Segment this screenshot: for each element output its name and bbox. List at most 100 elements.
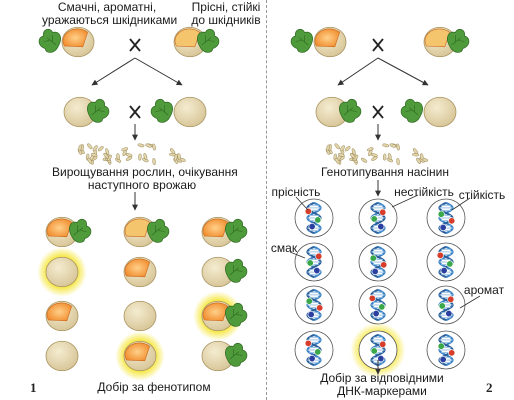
seed-icon xyxy=(105,148,110,156)
dna-marker-dot xyxy=(305,297,313,305)
leaf-icon xyxy=(339,98,362,123)
seed-icon xyxy=(351,148,356,156)
seed-icon xyxy=(174,153,178,161)
dna-marker-dot xyxy=(379,340,387,348)
dna-marker-dot xyxy=(313,267,321,275)
seed-icon xyxy=(152,158,156,165)
marker-label-taste: смак xyxy=(264,242,304,255)
dna-marker-dot xyxy=(371,267,379,275)
melon-icon xyxy=(173,96,207,128)
dna-marker-dot xyxy=(368,294,376,302)
cut-melon-icon xyxy=(313,26,347,58)
leaf-icon xyxy=(197,28,220,53)
dna-marker-dot xyxy=(308,223,316,231)
parent-left-label-line-1: Смачні, ароматні, xyxy=(57,0,157,14)
dna-icon xyxy=(426,242,466,282)
dna-marker-dot xyxy=(372,310,380,318)
arrow xyxy=(377,57,429,86)
phenotype-selection-text: Добір за фенотипом xyxy=(97,380,211,394)
leaf-icon xyxy=(225,342,248,367)
dna-icon xyxy=(294,242,334,282)
seed-icon xyxy=(177,153,181,161)
growing-label-line-2: наступного врожаю xyxy=(87,178,197,192)
leaf-icon xyxy=(400,98,423,123)
growing-label: Вирощування рослин, очікування наступног… xyxy=(52,165,238,192)
dna-marker-dot xyxy=(440,267,448,275)
dna-marker-dot xyxy=(437,342,445,350)
cross-icon xyxy=(372,105,384,119)
dna-marker-dot xyxy=(437,210,445,218)
seed-icon xyxy=(412,148,419,155)
seed-icon xyxy=(371,153,378,157)
dna-marker-dot xyxy=(377,223,385,231)
seed-icon xyxy=(170,148,176,155)
seed-icon xyxy=(389,143,397,148)
seed-icon xyxy=(87,157,93,164)
seed-icon xyxy=(103,153,109,159)
dna-marker-dot xyxy=(308,355,316,363)
dna-marker-dot xyxy=(314,348,322,356)
seed-icon xyxy=(339,145,345,152)
leaf-icon xyxy=(290,28,313,53)
cut-melon-icon xyxy=(193,291,243,341)
cut-melon-icon xyxy=(115,331,165,381)
melon-icon xyxy=(423,96,457,128)
cut-melon-icon xyxy=(61,26,95,58)
dna-marker-dot xyxy=(304,339,312,347)
cross-icon xyxy=(129,105,141,119)
leaf-icon xyxy=(87,98,110,123)
panel-divider xyxy=(266,0,267,400)
dna-icon xyxy=(358,242,398,282)
dna-marker-dot xyxy=(306,259,314,267)
leaf-icon xyxy=(150,98,173,123)
marker-pointer-line xyxy=(451,197,471,211)
seed-icon xyxy=(87,143,93,150)
dna-icon xyxy=(426,198,466,238)
leaf-icon xyxy=(225,258,248,283)
melon-icon xyxy=(45,340,79,372)
seed-icon xyxy=(419,153,424,161)
cross-icon xyxy=(129,38,141,52)
dna-icon xyxy=(426,285,466,325)
leaf-icon xyxy=(38,28,61,53)
seed-icon xyxy=(125,156,133,161)
cut-melon-icon xyxy=(45,300,79,332)
marker-label-resistance-text: стійкість xyxy=(458,188,506,202)
dna-icon xyxy=(358,285,398,325)
seed-icon xyxy=(77,144,83,152)
parent-left-label-line-2: уражаються шкідниками xyxy=(42,13,178,27)
panel-number-1: 1 xyxy=(30,380,37,395)
melon-icon xyxy=(37,247,87,297)
cross-icon xyxy=(372,38,384,52)
marker-label-aroma-text: аромат xyxy=(463,283,505,297)
dna-icon xyxy=(294,330,334,370)
seed-icon xyxy=(97,146,104,152)
seed-pile xyxy=(77,143,186,165)
dna-selection-label: Добір за відповідними ДНК-маркерами xyxy=(312,372,452,398)
dna-icon xyxy=(426,330,466,370)
dna-marker-dot xyxy=(448,217,456,225)
seed-icon xyxy=(125,153,133,157)
seed-icon xyxy=(371,156,378,161)
seed-icon xyxy=(152,143,156,151)
leaf-icon xyxy=(225,302,248,327)
leaf-icon xyxy=(225,218,248,243)
seed-icon xyxy=(137,143,145,148)
dna-marker-dot xyxy=(315,252,323,260)
dna-marker-dot xyxy=(445,310,453,318)
dna-marker-dot xyxy=(307,310,315,318)
marker-label-resistance: стійкість xyxy=(452,189,512,202)
genotyping-label: Генотипування насінин xyxy=(310,166,460,179)
seed-icon xyxy=(334,143,340,150)
growing-label-line-1: Вирощування рослин, очікування xyxy=(52,165,238,179)
seed-icon xyxy=(338,153,345,157)
seed-icon xyxy=(387,153,392,160)
seed-icon xyxy=(334,157,340,164)
seed-icon xyxy=(366,147,374,152)
arrow xyxy=(91,57,136,86)
marker-label-freshness-text: прісність xyxy=(271,185,321,199)
dna-marker-dot xyxy=(316,304,324,312)
seed-icon xyxy=(396,158,400,165)
marker-pointer-line xyxy=(459,295,481,309)
